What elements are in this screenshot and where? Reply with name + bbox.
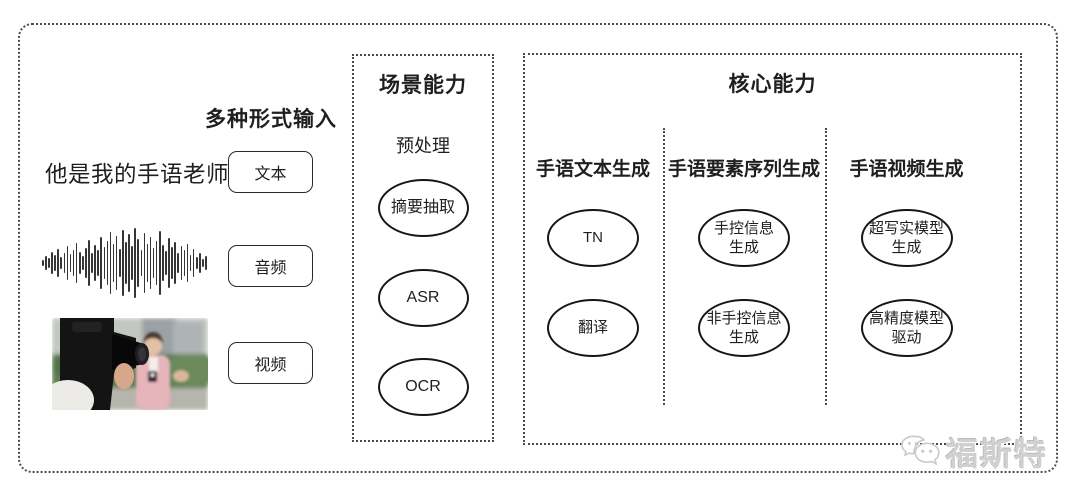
waveform-bar xyxy=(131,246,133,280)
waveform-bar xyxy=(137,239,140,287)
waveform-bar xyxy=(69,254,72,272)
waveform-bar xyxy=(48,258,50,268)
node-high-precision-model-driving: 高精度模型 驱动 xyxy=(860,299,953,357)
waveform-bar xyxy=(75,243,78,283)
node-ocr: OCR xyxy=(377,358,469,416)
waveform-bar xyxy=(72,250,75,276)
waveform-bar xyxy=(66,246,69,280)
waveform-bar xyxy=(140,250,143,276)
waveform-bar xyxy=(118,249,121,277)
waveform-bar xyxy=(100,237,103,289)
input-type-label: 视频 xyxy=(254,357,287,374)
waveform-bar xyxy=(51,252,53,274)
waveform-bar xyxy=(158,231,161,295)
core-column-header: 手语要素序列生成 xyxy=(667,159,820,180)
waveform-bar xyxy=(94,245,96,281)
input-type-box-text: 文本 xyxy=(228,151,313,193)
waveform-bar xyxy=(85,248,87,278)
core-column-sign-text-generation: 手语文本生成 TN 翻译 xyxy=(523,128,663,405)
scene-capability-box: 场景能力 预处理 摘要抽取 ASR OCR xyxy=(352,54,494,442)
waveform-bar xyxy=(91,253,93,273)
watermark: 福斯特 xyxy=(898,426,1048,478)
waveform-bar xyxy=(143,233,146,293)
waveform-bar xyxy=(97,250,99,276)
core-column-divider-1 xyxy=(663,128,665,405)
waveform-bar xyxy=(57,249,59,277)
waveform-bar xyxy=(103,247,106,279)
node-tn: TN xyxy=(547,209,639,267)
waveform-bar xyxy=(122,230,124,296)
waveform-bar xyxy=(78,252,81,274)
core-capability-title: 核心能力 xyxy=(728,73,817,96)
sample-sentence-text: 他是我的手语老师 xyxy=(45,162,230,187)
waveform-bar xyxy=(168,238,170,288)
input-section-title: 多种形式输入 xyxy=(205,108,337,131)
watermark-text: 福斯特 xyxy=(945,436,1048,472)
core-capability-box: 核心能力 xyxy=(523,53,1022,445)
waveform-bar xyxy=(112,244,115,282)
waveform-bar xyxy=(198,253,201,273)
waveform-bar xyxy=(42,260,44,266)
diagram-outer-frame xyxy=(18,23,1058,473)
waveform-bar xyxy=(171,247,173,279)
wechat-chat-bubbles-icon xyxy=(901,435,940,466)
waveform-bar xyxy=(195,257,198,269)
waveform-bar xyxy=(174,242,176,284)
node-summary-extraction: 摘要抽取 xyxy=(377,179,469,237)
waveform-bar xyxy=(45,256,47,270)
waveform-bar xyxy=(202,259,204,267)
node-translation: 翻译 xyxy=(547,299,639,357)
waveform-bar xyxy=(88,240,90,286)
waveform-bar xyxy=(186,244,189,282)
core-column-header: 手语视频生成 xyxy=(849,159,964,180)
scene-capability-title: 场景能力 xyxy=(379,74,467,97)
waveform-bar xyxy=(152,248,155,278)
core-column-header: 手语文本生成 xyxy=(535,159,650,180)
input-type-label: 文本 xyxy=(254,166,287,183)
waveform-bar xyxy=(125,242,127,284)
node-hyperreal-model-generation: 超写实模型 生成 xyxy=(860,209,953,267)
node-non-manual-info-generation: 非手控信息 生成 xyxy=(698,299,790,357)
waveform-bar xyxy=(109,232,112,294)
waveform-bar xyxy=(162,245,164,281)
waveform-bar xyxy=(149,237,152,289)
waveform-bar xyxy=(165,251,167,275)
waveform-bar xyxy=(63,253,66,273)
core-column-sign-video-generation: 手语视频生成 超写实模型 生成 高精度模型 驱动 xyxy=(825,128,988,405)
waveform-bar xyxy=(134,228,136,298)
video-thumbnail-art xyxy=(52,318,208,410)
waveform-bar xyxy=(128,234,130,292)
waveform-bar xyxy=(146,244,149,282)
video-thumbnail xyxy=(52,318,208,410)
waveform-bar xyxy=(183,250,186,276)
waveform-bar xyxy=(54,255,56,271)
preprocess-label: 预处理 xyxy=(396,136,450,156)
waveform-bar xyxy=(177,253,180,273)
input-type-box-video: 视频 xyxy=(228,342,313,384)
audio-waveform-icon xyxy=(42,227,207,299)
waveform-bar xyxy=(180,246,183,280)
waveform-bar xyxy=(115,236,118,290)
core-column-divider-2 xyxy=(825,128,827,405)
node-asr: ASR xyxy=(377,269,469,327)
waveform-bar xyxy=(106,241,109,285)
input-type-label: 音频 xyxy=(254,260,287,277)
waveform-bar xyxy=(205,256,207,270)
core-column-sign-element-sequence-generation: 手语要素序列生成 手控信息 生成 非手控信息 生成 xyxy=(663,128,825,405)
waveform-bar xyxy=(155,241,158,285)
node-manual-info-generation: 手控信息 生成 xyxy=(698,209,790,267)
waveform-bar xyxy=(189,255,192,271)
waveform-bar xyxy=(82,256,84,270)
waveform-bar xyxy=(60,257,63,269)
input-type-box-audio: 音频 xyxy=(228,245,313,287)
waveform-bar xyxy=(192,249,195,277)
